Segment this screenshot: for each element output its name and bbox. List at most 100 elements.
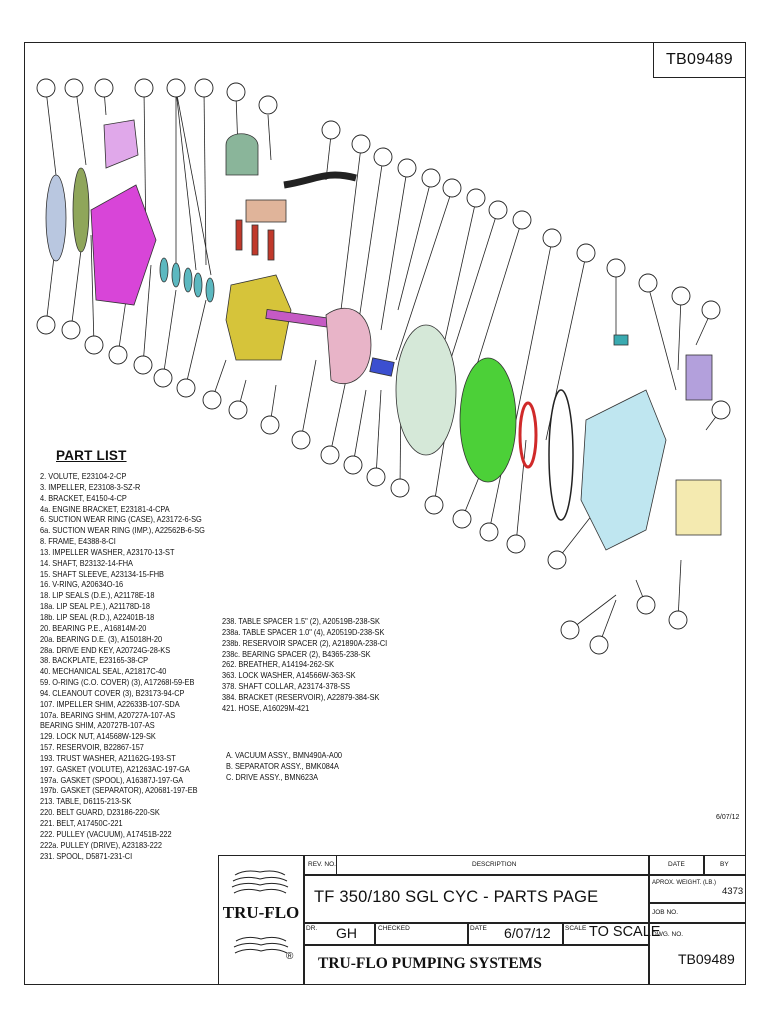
part-list-item: 421. HOSE, A16029M-421 bbox=[222, 703, 310, 713]
dr-value: GH bbox=[336, 925, 357, 941]
drawing-number-top: TB09489 bbox=[665, 51, 734, 68]
part-list-item: 18. LIP SEALS (D.E.), A21178E-18 bbox=[40, 591, 155, 601]
scale-cell bbox=[563, 923, 649, 945]
dwg-no-value: TB09489 bbox=[678, 951, 735, 967]
part-list-item: 94. CLEANOUT COVER (3), B23173-94-CP bbox=[40, 688, 185, 698]
part-list-item: 6. SUCTION WEAR RING (CASE), A23172-6-SG bbox=[40, 515, 202, 525]
exploded-assembly-drawing bbox=[36, 78, 731, 655]
part-list-item: 20a. BEARING D.E. (3), A15018H-20 bbox=[40, 634, 163, 644]
scale-label: SCALE bbox=[565, 925, 587, 932]
description-label: DESCRIPTION bbox=[472, 861, 517, 868]
drawing-title: TF 350/180 SGL CYC - PARTS PAGE bbox=[314, 888, 599, 906]
part-list-item: 40. MECHANICAL SEAL, A21817C-40 bbox=[40, 667, 167, 677]
by-header-cell bbox=[704, 855, 746, 875]
part-list-item: 238b. RESERVOIR SPACER (2), A21890A-238-… bbox=[222, 638, 388, 648]
part-list-item: 38. BACKPLATE, E23165-38-CP bbox=[40, 656, 148, 666]
table-spacers bbox=[235, 219, 275, 261]
date2-label: DATE bbox=[470, 925, 487, 932]
job-no-label: JOB NO. bbox=[652, 909, 679, 916]
wear-ring-part bbox=[518, 401, 538, 469]
part-list-item: 2. VOLUTE, E23104-2-CP bbox=[40, 472, 127, 481]
part-list-item: 59. O-RING (C.O. COVER) (3), A17268I-59-… bbox=[40, 678, 195, 688]
part-list-item: 222a. PULLEY (DRIVE), A23183-222 bbox=[40, 840, 162, 850]
part-list-item: 220. BELT GUARD, D23186-220-SK bbox=[40, 808, 160, 818]
part-list-item: 193. TRUST WASHER, A21162G-193-ST bbox=[40, 753, 176, 763]
leader-lines bbox=[45, 89, 722, 646]
part-list-item: 157. RESERVOIR, B22867-157 bbox=[40, 743, 144, 753]
part-list-item: 222. PULLEY (VACUUM), A17451B-222 bbox=[40, 829, 172, 839]
bearing-rings bbox=[159, 257, 215, 303]
date-label: DATE bbox=[668, 861, 685, 868]
part-list-item: 20. BEARING P.E., A16814M-20 bbox=[40, 623, 147, 633]
by-label: BY bbox=[720, 861, 729, 868]
scale-value: TO SCALE bbox=[589, 924, 661, 940]
part-list-item: 18a. LIP SEAL P.E.), A21178D-18 bbox=[40, 602, 150, 612]
impeller-part bbox=[459, 357, 517, 483]
part-list-item: 14. SHAFT, B23132-14-FHA bbox=[40, 558, 133, 568]
part-list-secondary: 238. TABLE SPACER 1.5" (2), A20519B-238-… bbox=[222, 617, 387, 715]
company-cell bbox=[304, 945, 649, 985]
belt-guard-part bbox=[103, 119, 139, 169]
wave-logo-bottom-icon bbox=[233, 936, 289, 954]
dr-label: DR. bbox=[306, 925, 318, 932]
part-list-item: 6a. SUCTION WEAR RING (IMP.), A22562B-6-… bbox=[40, 526, 205, 536]
part-list-item: 238a. TABLE SPACER 1.0" (4), A20519D-238… bbox=[222, 627, 385, 637]
table-part bbox=[245, 199, 287, 223]
belt-part bbox=[72, 167, 90, 253]
pump-parts bbox=[45, 119, 722, 551]
approx-weight-label: APROX. WEIGHT. (LB.) bbox=[652, 880, 717, 886]
date2-value: 6/07/12 bbox=[504, 925, 551, 941]
logo-text: TRU-FLO bbox=[222, 903, 300, 922]
part-list-item: 107. IMPELLER SHIM, A22633B-107-SDA bbox=[40, 699, 180, 709]
bracket-part bbox=[325, 307, 372, 385]
part-list-item: 384. BRACKET (RESERVOIR), A22879-384-SK bbox=[222, 692, 380, 702]
checked-cell bbox=[375, 923, 468, 945]
part-list-item: 231. SPOOL, D5871-231-CI bbox=[40, 851, 133, 861]
part-list-item: 15. SHAFT SLEEVE, A23134-15-FHB bbox=[40, 569, 164, 579]
part-list-item: 363. LOCK WASHER, A14566W-363-SK bbox=[222, 671, 356, 681]
callout-circles bbox=[36, 78, 731, 655]
part-list-item: 197b. GASKET (SEPARATOR), A20681-197-EB bbox=[40, 786, 198, 796]
part-list-item: B. SEPARATOR ASSY., BMK084A bbox=[226, 761, 339, 771]
part-list-item: 4a. ENGINE BRACKET, E23181-4-CPA bbox=[40, 504, 170, 514]
drawing-number-box: TB09489 bbox=[653, 42, 746, 78]
part-list-item: BEARING SHIM, A20727B-107-AS bbox=[40, 721, 155, 731]
part-list-item: 221. BELT, A17450C-221 bbox=[40, 819, 123, 828]
rev-no-label: REV. NO. bbox=[308, 861, 336, 868]
part-list-item: C. DRIVE ASSY., BMN623A bbox=[226, 772, 319, 782]
hose-part bbox=[283, 171, 357, 189]
pulley-vacuum-part bbox=[45, 174, 67, 262]
part-list-item: 107a. BEARING SHIM, A20727A-107-AS bbox=[40, 710, 176, 720]
part-list-item: 378. SHAFT COLLAR, A23174-378-SS bbox=[222, 682, 351, 692]
title-cell bbox=[304, 875, 649, 923]
revision-date: 6/07/12 bbox=[716, 814, 740, 821]
company-name: TRU-FLO PUMPING SYSTEMS bbox=[318, 955, 542, 972]
backplate-part bbox=[395, 324, 457, 456]
part-list-item: 238. TABLE SPACER 1.5" (2), A20519B-238-… bbox=[222, 617, 380, 626]
spool-part bbox=[675, 479, 722, 536]
part-list-item: 197a. GASKET (SPOOL), A16387J-197-GA bbox=[40, 775, 184, 785]
part-list-item: 129. LOCK NUT, A14568W-129-SK bbox=[40, 732, 156, 742]
cleanout-cover-part bbox=[613, 334, 629, 346]
date-header-cell bbox=[649, 855, 704, 875]
engine-bracket-part bbox=[90, 184, 157, 306]
shaft-sleeve-part bbox=[369, 357, 395, 377]
title-block: TRU-FLO ® REV. NO. DESCRIPTION DATE BY T… bbox=[218, 855, 746, 985]
dwg-no-label: DWG. NO. bbox=[652, 931, 684, 938]
part-list-item: 197. GASKET (VOLUTE), A21263AC-197-GA bbox=[40, 764, 190, 774]
part-list-heading: PART LIST bbox=[56, 448, 127, 463]
logo-cell bbox=[218, 855, 304, 985]
part-list-item: 4. BRACKET, E4150-4-CP bbox=[40, 493, 127, 503]
registered-mark: ® bbox=[286, 951, 294, 962]
checked-label: CHECKED bbox=[378, 925, 410, 932]
vacuum-assembly-part bbox=[225, 133, 259, 176]
part-list-item: 18b. LIP SEAL (R.D.), A22401B-18 bbox=[40, 612, 155, 622]
wave-logo-icon bbox=[231, 870, 289, 894]
volute-part bbox=[580, 389, 667, 551]
volute-gasket-part bbox=[548, 389, 574, 521]
part-list-item: 13. IMPELLER WASHER, A23170-13-ST bbox=[40, 547, 175, 557]
dwg-no-cell bbox=[649, 923, 746, 985]
frame-part bbox=[225, 274, 292, 361]
job-no-cell bbox=[649, 903, 746, 923]
